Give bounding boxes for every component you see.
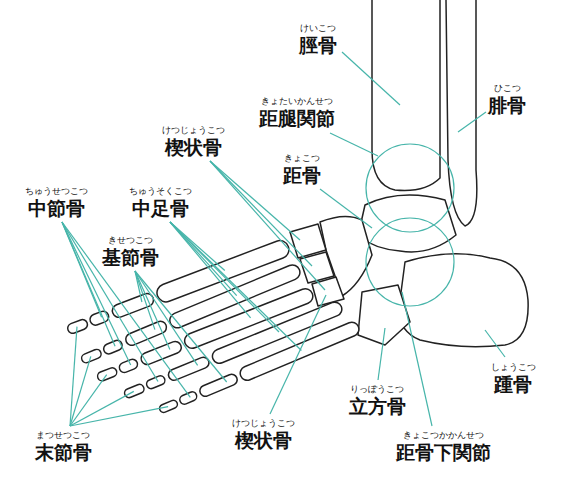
bone-name: 末節骨 <box>35 441 92 463</box>
bone-name: 距骨下関節 <box>396 441 491 463</box>
leader-line <box>135 271 155 330</box>
furigana-reading: きょこつ <box>284 152 320 164</box>
furigana-reading: ちゅうそくこつ <box>129 185 192 197</box>
bone-name: 踵骨 <box>494 373 532 395</box>
distal-phalanx <box>123 383 145 399</box>
furigana-reading: まつせつこつ <box>36 429 90 441</box>
proximal-phalanx <box>167 356 211 382</box>
leader-line <box>70 391 134 426</box>
leader-line <box>210 161 325 290</box>
leader-line <box>62 222 158 382</box>
proximal-phalanx <box>124 319 168 347</box>
leader-line <box>70 356 91 426</box>
joint-circle <box>366 218 454 306</box>
distal-phalanx <box>80 348 102 364</box>
furigana-reading: しょうこつ <box>491 361 536 373</box>
bone-name: 楔状骨 <box>165 136 222 158</box>
tibia <box>372 0 440 191</box>
bone-name: 脛骨 <box>299 34 337 56</box>
furigana-reading: ちゅうせつこつ <box>25 185 88 197</box>
proximal-phalanx <box>198 373 239 398</box>
furigana-reading: ひこつ <box>494 82 521 94</box>
leader-line <box>270 295 326 414</box>
bone-name: 距腿関節 <box>259 107 335 129</box>
furigana-reading: けつじょうこつ <box>232 417 295 429</box>
bone-name: 距骨 <box>283 164 321 186</box>
bone-name: 中節骨 <box>28 197 85 219</box>
furigana-reading: りっぽうこつ <box>350 383 404 395</box>
leader-line <box>342 52 400 105</box>
leader-line <box>70 407 168 426</box>
leader-line <box>485 330 505 357</box>
leader-line <box>135 271 170 350</box>
furigana-reading: けいこつ <box>300 22 336 34</box>
middle-phalanx <box>178 390 198 405</box>
leader-line <box>320 189 372 228</box>
leader-line <box>170 222 251 318</box>
leader-line <box>135 271 198 365</box>
leader-line <box>62 222 190 397</box>
metatarsal <box>154 238 291 304</box>
proximal-phalanx <box>110 292 155 319</box>
furigana-reading: きょたいかんせつ <box>261 95 333 107</box>
furigana-reading: けつじょうこつ <box>162 124 225 136</box>
leader-line <box>330 133 378 156</box>
joint-circle <box>366 144 454 232</box>
leader-line <box>70 327 77 426</box>
bone-name: 基節骨 <box>102 246 159 268</box>
bone-name: 楔状骨 <box>235 429 292 451</box>
talus <box>358 195 456 252</box>
bone-name: 中足骨 <box>132 197 189 219</box>
leader-line <box>135 271 227 382</box>
bone-name: 腓骨 <box>488 94 526 116</box>
calcaneus <box>399 254 528 347</box>
leader-line <box>458 112 486 132</box>
bone-name: 立方骨 <box>349 395 406 417</box>
furigana-reading: きょこつかかんせつ <box>403 429 484 441</box>
leader-line <box>170 222 301 351</box>
distal-phalanx <box>66 318 89 335</box>
distal-phalanx <box>96 366 118 382</box>
fibula <box>446 0 477 226</box>
leader-line <box>402 292 432 426</box>
leader-line <box>70 375 107 426</box>
leader-line <box>378 328 385 380</box>
furigana-reading: きせつこつ <box>108 234 153 246</box>
distal-phalanx <box>158 399 178 414</box>
